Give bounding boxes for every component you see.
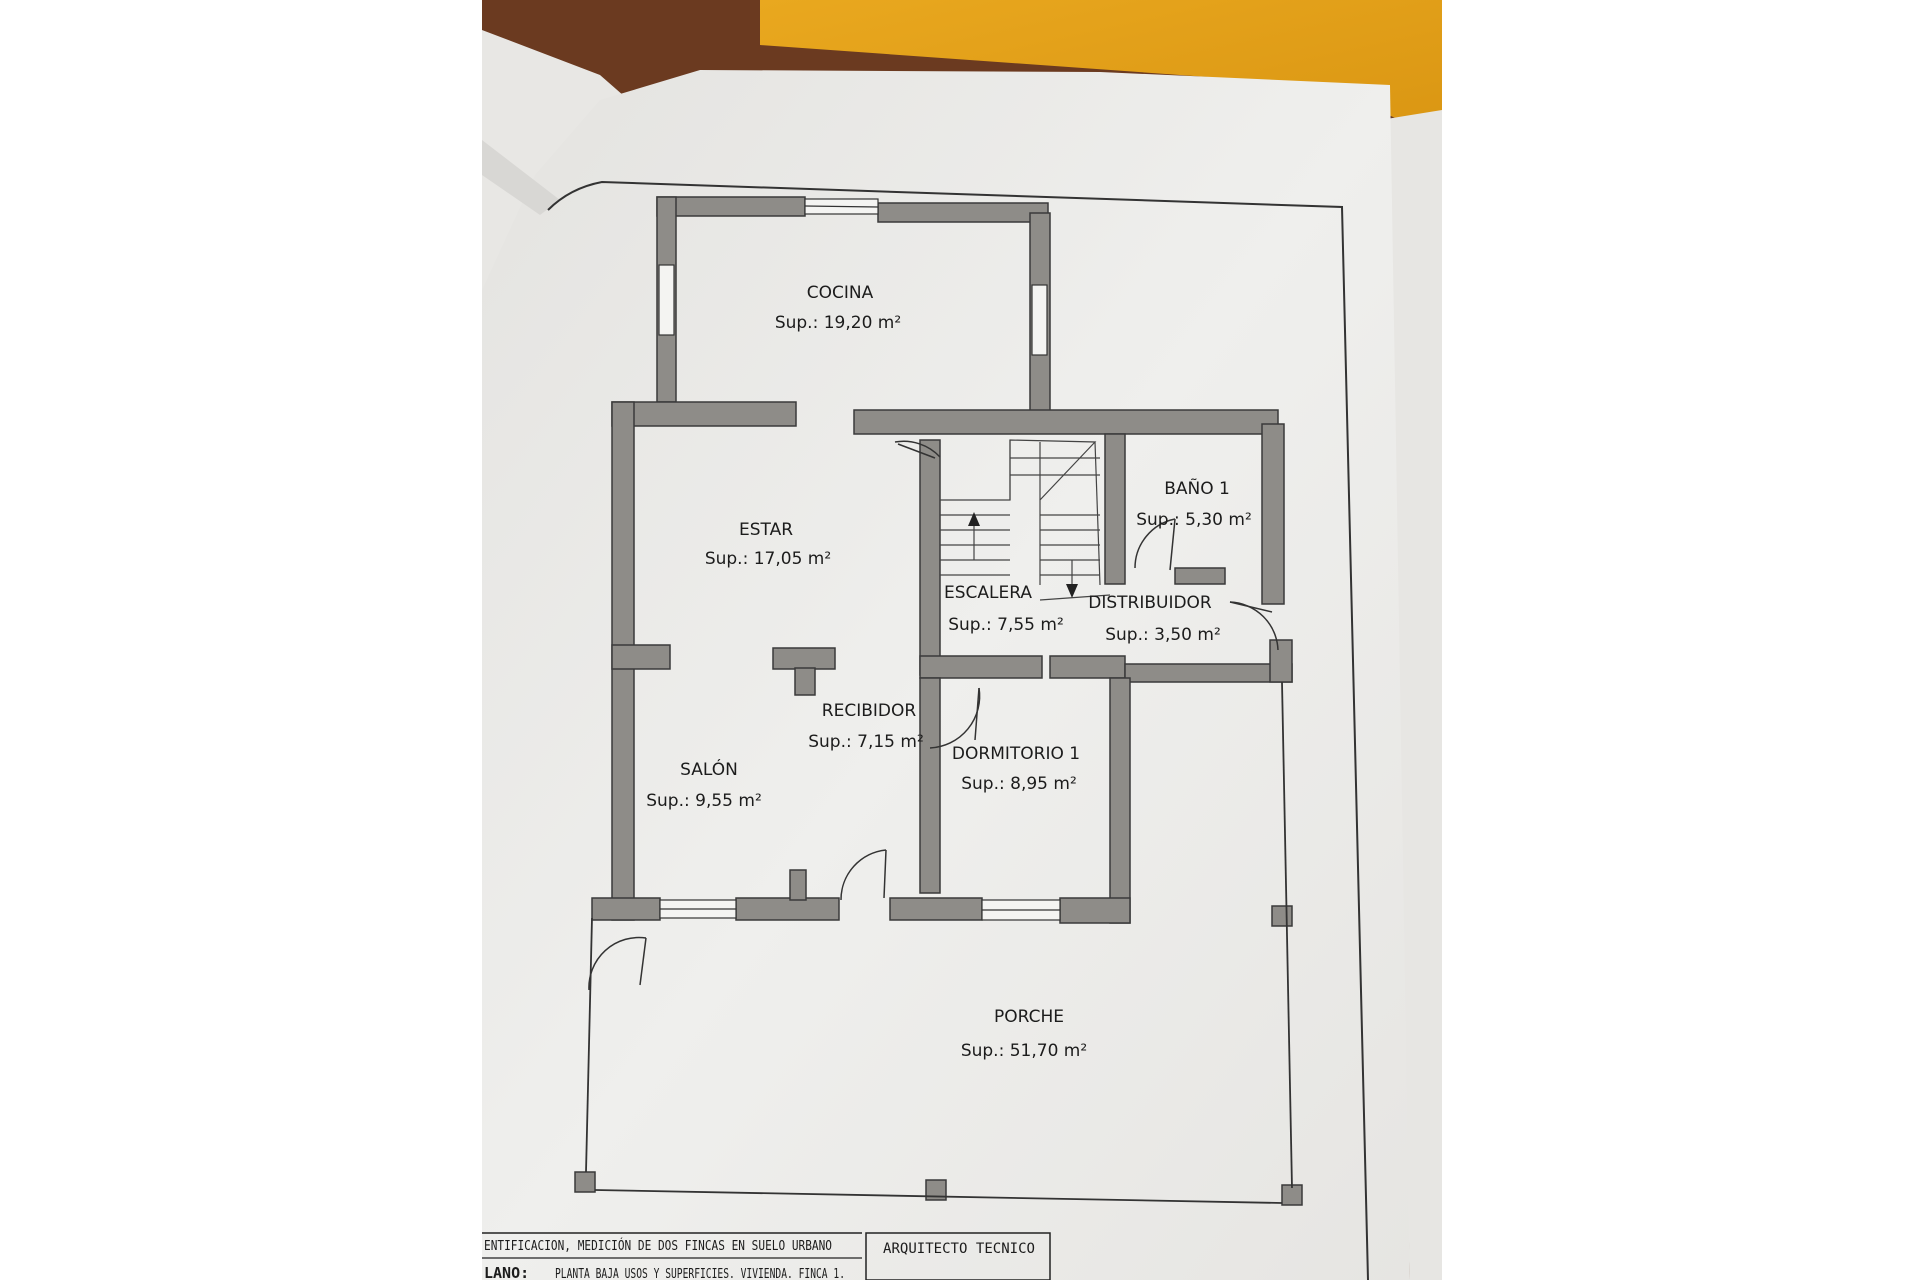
stair-arrows	[968, 512, 1078, 598]
room-area-porche: Sup.: 51,70 m²	[961, 1041, 1087, 1061]
room-area-dormitorio-1: Sup.: 8,95 m²	[961, 774, 1077, 794]
room-label-porche: PORCHE	[994, 1007, 1064, 1027]
room-area-recibidor: Sup.: 7,15 m²	[808, 732, 924, 752]
title-block-line-2-prefix: LANO:	[484, 1264, 529, 1280]
title-block-line-2: PLANTA BAJA USOS Y SUPERFICIES. VIVIENDA…	[555, 1267, 845, 1280]
room-label-escalera: ESCALERA	[944, 583, 1032, 603]
room-area-cocina: Sup.: 19,20 m²	[775, 313, 901, 333]
drawing-frame	[547, 180, 1369, 1280]
porch-outline	[585, 681, 1293, 1204]
room-area-estar: Sup.: 17,05 m²	[705, 549, 831, 569]
title-block-line-1: ENTIFICACION, MEDICIÓN DE DOS FINCAS EN …	[484, 1238, 832, 1254]
room-label-bano-1: BAÑO 1	[1164, 477, 1230, 499]
windows	[658, 198, 1061, 921]
room-area-escalera: Sup.: 7,55 m²	[948, 615, 1064, 635]
room-label-cocina: COCINA	[807, 283, 874, 303]
room-area-salon: Sup.: 9,55 m²	[646, 791, 762, 811]
title-block: ENTIFICACION, MEDICIÓN DE DOS FINCAS EN …	[482, 1232, 1051, 1280]
room-label-salon: SALÓN	[680, 758, 738, 780]
room-label-estar: ESTAR	[739, 520, 793, 540]
walls	[574, 196, 1303, 1206]
room-label-recibidor: RECIBIDOR	[822, 701, 917, 721]
title-block-role: ARQUITECTO TECNICO	[883, 1241, 1035, 1257]
doors	[588, 440, 1279, 991]
room-label-distribuidor: DISTRIBUIDOR	[1088, 593, 1212, 613]
room-label-dormitorio-1: DORMITORIO 1	[952, 744, 1080, 764]
room-area-bano-1: Sup.: 5,30 m²	[1136, 510, 1252, 530]
room-area-distribuidor: Sup.: 3,50 m²	[1105, 625, 1221, 645]
